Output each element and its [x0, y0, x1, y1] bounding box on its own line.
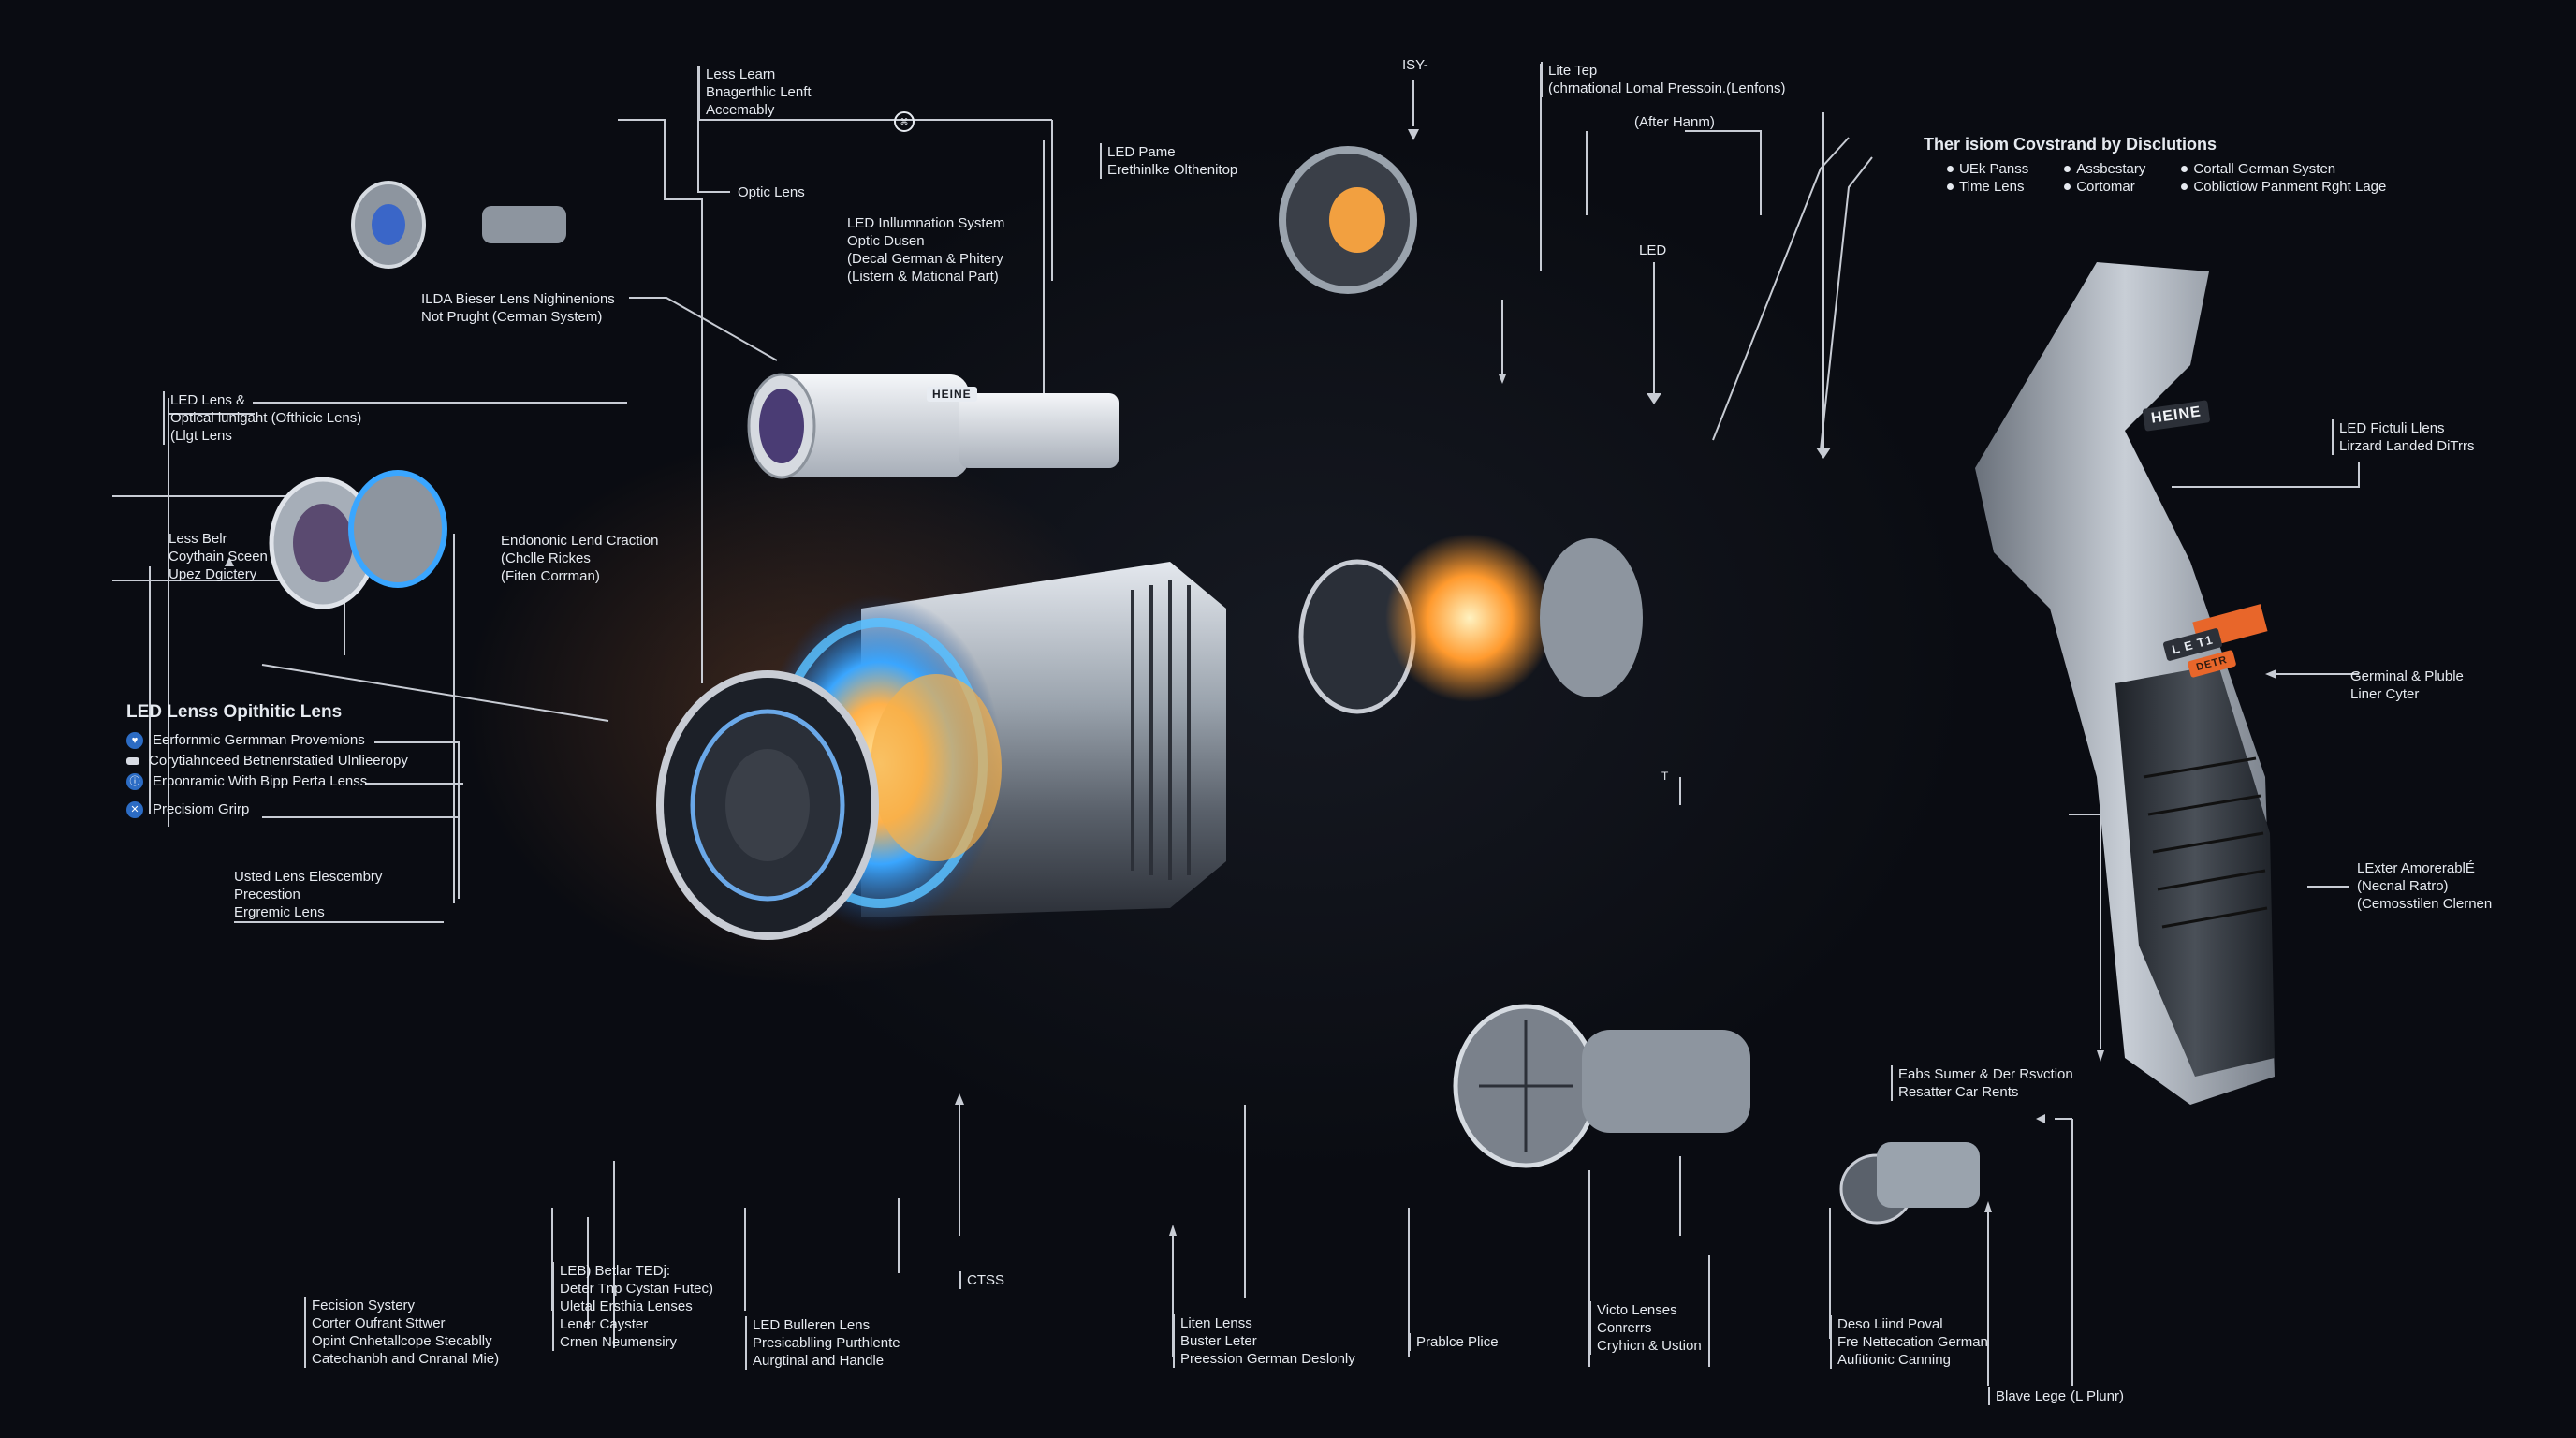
label-isy: ISY-: [1402, 57, 1428, 73]
feature-item: ♥Eerfornmic Germman Provemions: [126, 730, 408, 751]
label-blave-lege: Blave Lege: [1988, 1387, 2066, 1405]
label-t-mark: T: [1661, 770, 1669, 783]
label-l-plunr: (L Plunr): [2071, 1388, 2124, 1404]
label-ctss: CTSS: [959, 1271, 1004, 1289]
label-led: LED: [1639, 242, 1667, 258]
legend-box-title: Ther isiom Covstrand by Disclutions: [1924, 135, 2217, 154]
label-lexter: LExter AmorerablÉ(Necnal Ratro)(Cemossti…: [2357, 860, 2493, 912]
legend-box: Ther isiom Covstrand by Disclutions UEk …: [1924, 134, 2386, 196]
lens-pair-left-illustration: [267, 463, 454, 613]
heine-handle-illustration: [1975, 253, 2331, 1114]
label-prablce-plice: Prablce Plice: [1409, 1333, 1499, 1351]
label-optic-lens: Optic Lens: [738, 184, 805, 200]
feature-box-title: LED Lenss Opithitic Lens: [126, 702, 343, 722]
led-bulb-assembly-illustration: [1282, 524, 1657, 730]
head-lens-illustration: [1835, 1123, 2003, 1226]
lens-pair-top-left-illustration: [342, 169, 585, 271]
x-circle-icon: ✕: [126, 801, 143, 818]
main-lens-barrel-illustration: [646, 552, 1264, 964]
info-circle-icon: ⓘ: [126, 773, 143, 790]
reference-mark-icon: ⌘: [894, 111, 915, 132]
bar-icon: [126, 757, 139, 765]
feature-item: ✕Precisiom Grirp: [126, 800, 408, 820]
label-endonomic: Endononic Lend Craction(Chclle Rickes(Fi…: [501, 533, 659, 584]
label-lite-top: Lite Tep(chrnational Lomal Pressoin.(Len…: [1541, 62, 1785, 97]
heine-brand-badge-scope: HEINE: [927, 387, 977, 402]
collimator-ring-illustration: [1273, 140, 1442, 300]
label-led-lens-optical: LED Lens &Optical lunigaht (Ofthicic Len…: [163, 391, 361, 445]
feature-item: Corytiahnceed Betnenrstatied Ulnlieeropy: [126, 751, 408, 771]
label-after-hann: (After Hanm): [1634, 114, 1715, 130]
heart-shield-icon: ♥: [126, 732, 143, 749]
focus-mechanism-illustration: [1442, 983, 1769, 1170]
scope-head-illustration: [744, 356, 1137, 496]
feature-box: LED Lenss Opithitic Lens ♥Eerfornmic Ger…: [126, 702, 408, 820]
label-leb-betlar: LEB) Betlar TEDj:Deter Tnp Cystan Futec)…: [552, 1262, 713, 1351]
